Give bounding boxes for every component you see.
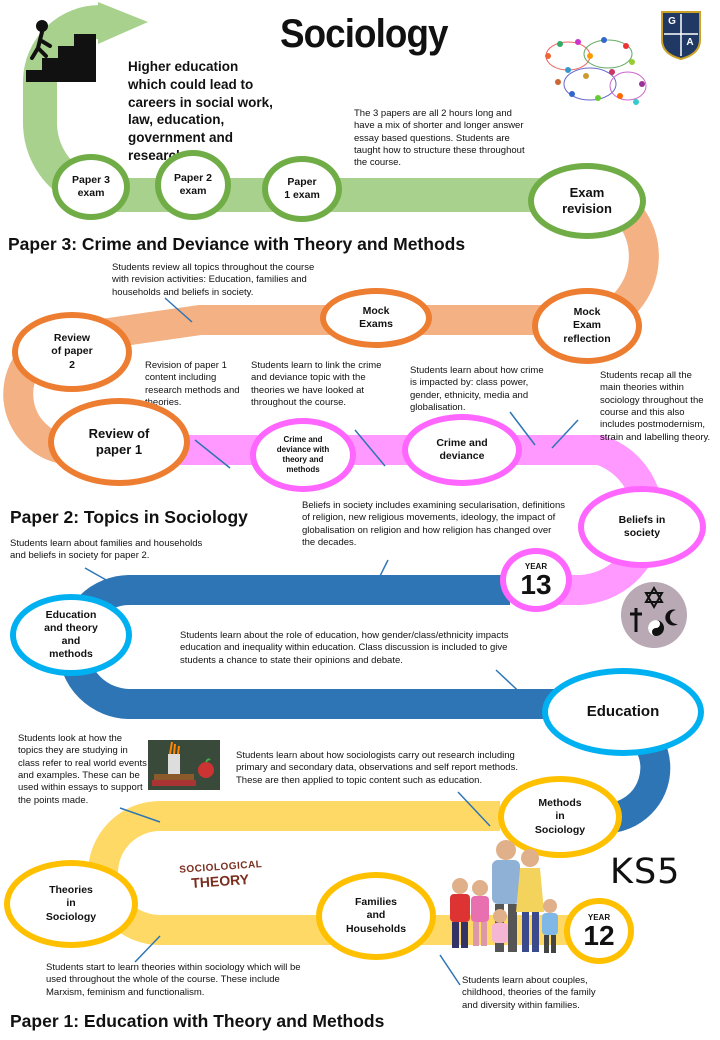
- staircase-climber-icon: [22, 18, 100, 84]
- year12-badge: YEAR 12: [564, 898, 634, 964]
- node-paper1-exam: Paper 1 exam: [262, 156, 342, 222]
- pointer-topics-real: [119, 807, 161, 823]
- node-families: Families and Households: [316, 872, 436, 960]
- node-review-paper2: Review of paper 2: [12, 312, 132, 392]
- people-network-image: [528, 26, 658, 116]
- node-crime-theory: Crime and deviance with theory and metho…: [250, 418, 356, 492]
- node-mock-exams: Mock Exams: [320, 288, 432, 348]
- logo-letter-a: A: [686, 37, 694, 48]
- ks5-label: KS5: [610, 852, 681, 892]
- node-methods: Methods in Sociology: [498, 776, 622, 858]
- note-review-all: Students review all topics throughout th…: [112, 262, 315, 298]
- heading-paper2: Paper 2: Topics in Sociology: [10, 507, 248, 527]
- note-families: Students learn about couples, childhood,…: [462, 975, 596, 1011]
- pointer-revision-p1: [194, 439, 231, 469]
- node-exam-revision: Exam revision: [528, 163, 646, 239]
- pointer-families: [439, 954, 461, 986]
- year13-badge: YEAR 13: [500, 548, 572, 612]
- pointer-families-beliefs: [84, 567, 116, 586]
- sociological-theory-image: SOCIOLOGICAL THEORY: [178, 853, 263, 905]
- note-topics-real: Students look at how the topics they are…: [18, 733, 147, 806]
- pointer-recap: [551, 419, 579, 449]
- note-education: Students learn about the role of educati…: [180, 630, 509, 666]
- road-arrow-head: [98, 2, 148, 44]
- career-text: Higher education which could lead to car…: [128, 59, 273, 164]
- books-pencils-image: [148, 740, 220, 790]
- node-paper3-exam: Paper 3 exam: [52, 154, 130, 220]
- pointer-crime-impact: [509, 411, 536, 446]
- heading-paper1: Paper 1: Education with Theory and Metho…: [10, 1011, 385, 1031]
- pointer-beliefs: [371, 559, 389, 593]
- note-papers: The 3 papers are all 2 hours long and ha…: [354, 108, 525, 169]
- pointer-research: [457, 791, 491, 827]
- logo-letter-g: G: [668, 16, 676, 27]
- node-beliefs: Beliefs in society: [578, 486, 706, 568]
- school-logo: G A: [660, 10, 702, 61]
- note-link-crime: Students learn to link the crime and dev…: [251, 360, 382, 409]
- page-title: Sociology: [280, 12, 448, 56]
- note-theories: Students start to learn theories within …: [46, 962, 301, 998]
- note-families-beliefs: Students learn about families and househ…: [10, 538, 203, 562]
- year13-label: YEAR: [524, 562, 548, 571]
- node-paper2-exam: Paper 2 exam: [155, 150, 231, 220]
- year12-number: 12: [583, 920, 615, 951]
- family-image: [440, 836, 570, 966]
- node-crime-deviance: Crime and deviance: [402, 414, 522, 486]
- node-theories: Theories in Sociology: [4, 860, 138, 948]
- year12-label: YEAR: [587, 913, 611, 922]
- node-review-paper1: Review of paper 1: [48, 398, 190, 486]
- node-education: Education: [542, 668, 704, 756]
- pointer-theories: [134, 935, 161, 963]
- note-crime-impact: Students learn about how crime is impact…: [410, 365, 544, 414]
- note-revision-p1: Revision of paper 1 content including re…: [145, 360, 240, 409]
- note-beliefs: Beliefs in society includes examining se…: [302, 500, 565, 549]
- node-mock-reflection: Mock Exam reflection: [532, 288, 642, 364]
- pointer-link-crime: [354, 429, 386, 467]
- religion-symbols-icon: [620, 580, 688, 650]
- heading-paper3: Paper 3: Crime and Deviance with Theory …: [8, 234, 466, 254]
- note-recap-theories: Students recap all the main theories wit…: [600, 370, 711, 443]
- pointer-review-all: [164, 297, 193, 323]
- note-research: Students learn about how sociologists ca…: [236, 750, 518, 786]
- pointer-education: [495, 669, 529, 701]
- year13-number: 13: [520, 569, 552, 600]
- node-education-theory: Education and theory and methods: [10, 594, 132, 676]
